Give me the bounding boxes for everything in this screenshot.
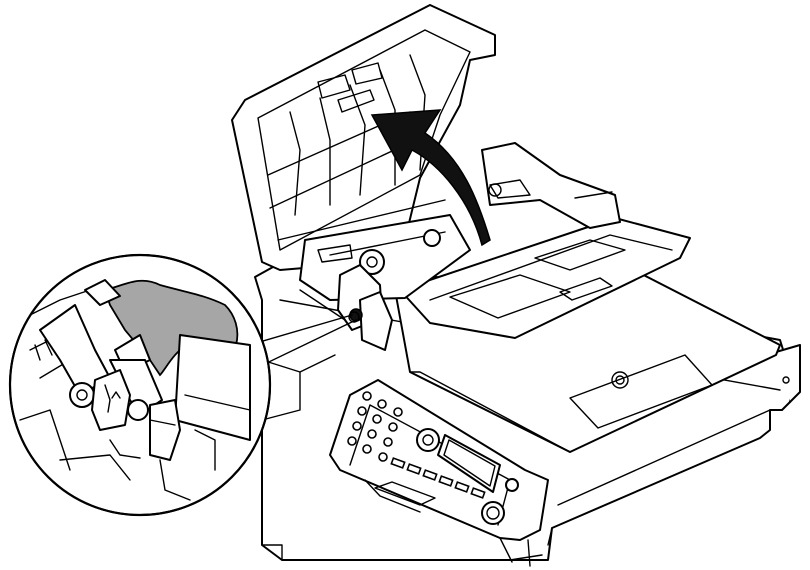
magnifier-callout-icon: [8, 253, 272, 517]
curved-arrow-up-left-icon: [370, 109, 491, 247]
highlighted-release-lever-area: [103, 279, 239, 377]
control-panel: [329, 379, 549, 541]
function-keys: [390, 457, 486, 499]
navigation-ring: [416, 428, 440, 452]
start-button: [505, 478, 519, 492]
stop-button: [481, 501, 505, 525]
adf-roller-mechanism: [299, 214, 471, 351]
numeric-keypad: [347, 391, 403, 462]
adf-feed-tray: [399, 142, 691, 339]
base-stand: [499, 537, 543, 567]
lcd-display: [437, 434, 501, 493]
